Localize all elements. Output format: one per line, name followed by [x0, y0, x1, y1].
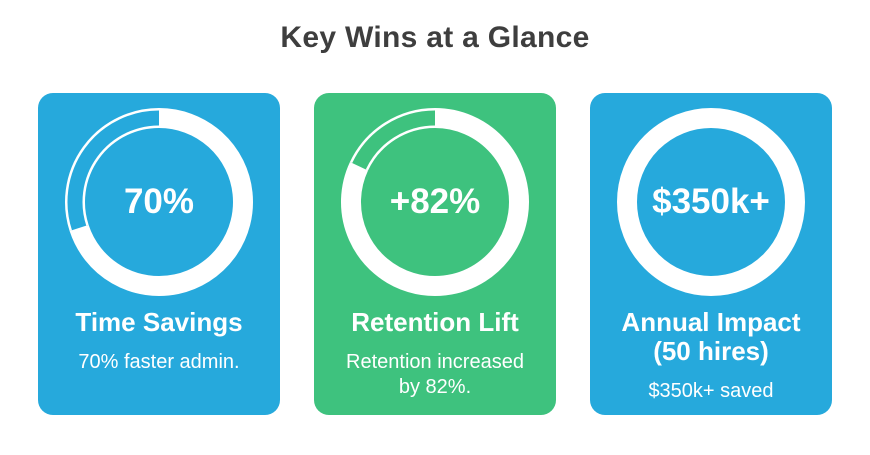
donut-chart-annual-impact: $350k+ — [616, 107, 806, 297]
donut-ring-100 — [617, 108, 805, 296]
stat-card-annual-impact: $350k+ Annual Impact (50 hires) $350k+ s… — [590, 93, 832, 415]
page-title: Key Wins at a Glance — [280, 21, 590, 54]
donut-value-label: $350k+ — [652, 182, 770, 221]
donut-chart-retention-lift: +82% — [340, 107, 530, 297]
stat-card-time-savings: 70% Time Savings 70% faster admin. — [38, 93, 280, 415]
donut-chart-time-savings: 70% — [64, 107, 254, 297]
donut-ring-82 — [341, 108, 529, 296]
stat-card-retention-lift: +82% Retention Lift Retention increased … — [314, 93, 556, 415]
card-title: Retention Lift — [351, 307, 519, 337]
card-title: Annual Impact (50 hires) — [621, 307, 801, 367]
card-title: Time Savings — [75, 307, 243, 337]
card-subtitle: $350k+ saved — [648, 380, 774, 403]
donut-value-label: +82% — [389, 182, 481, 221]
kpi-cards-row: 70% Time Savings 70% faster admin. +82% … — [38, 93, 832, 415]
donut-ring-70 — [65, 108, 253, 296]
donut-value-label: 70% — [123, 182, 195, 221]
card-subtitle: 70% faster admin. — [78, 351, 240, 374]
card-subtitle: Retention increased by 82%. — [346, 351, 524, 399]
